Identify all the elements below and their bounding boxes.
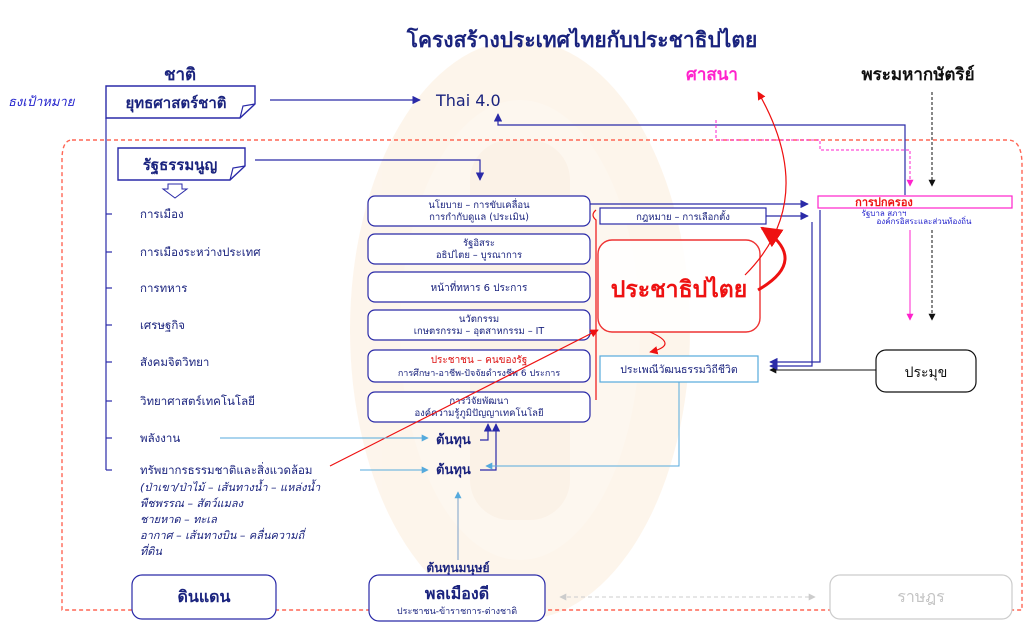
religion-line xyxy=(715,120,914,187)
governance-sub1: รัฐบาล สภาฯ xyxy=(862,209,907,218)
law-election-text: กฎหมาย – การเลือกตั้ง xyxy=(636,210,730,223)
left-item-social-psychology: สังคมจิตวิทยา xyxy=(140,355,209,369)
strategy-box: ยุทธศาสตร์ชาติ xyxy=(105,85,256,119)
governance-box: การปกครอง รัฐบาล สภาฯ องค์กรอิสระและส่วน… xyxy=(817,195,1013,226)
center-box-line2: การศึกษา-อาชีพ-ปัจจัยดำรงชีพ 6 ประการ xyxy=(398,368,561,379)
resources-line: ชายหาด – ทะเล xyxy=(140,513,218,526)
center-box-military-duties: หน้าที่ทหาร 6 ประการ xyxy=(367,271,591,303)
left-item-politics: การเมือง xyxy=(140,207,184,221)
left-item-economy: เศรษฐกิจ xyxy=(140,318,185,332)
capital1-label: ต้นทุน xyxy=(436,432,471,448)
resources-line: พืชพรรณ – สัตว์แมลง xyxy=(140,497,245,510)
resources-line: อากาศ – เส้นทางบิน – คลื่นความถี่ xyxy=(140,527,306,542)
center-box-line1: รัฐอิสระ xyxy=(463,238,495,249)
left-item-military: การทหาร xyxy=(140,281,187,295)
resources-to-democracy-arrow xyxy=(329,329,599,467)
governance-title: การปกครอง xyxy=(855,196,913,209)
citizens-box: พลเมืองดี ประชาชน-ข้าราชการ-ต่างชาติ xyxy=(368,574,546,622)
human-capital-label: ต้นทุนมนุษย์ xyxy=(426,561,489,576)
center-box-research: การวิจัยพัฒนา องค์ความรู้ภูมิปัญญาเทคโนโ… xyxy=(367,391,591,423)
left-item-energy: พลังงาน xyxy=(140,431,180,445)
governance-to-tradition-arrow xyxy=(769,210,821,367)
center-box-line1: นโยบาย – การขับเคลื่อน xyxy=(428,198,530,211)
center-box-line1: การวิจัยพัฒนา xyxy=(449,396,508,407)
center-box-line1: ประชาชน – คนของรัฐ xyxy=(431,355,528,366)
citizens-title: พลเมืองดี xyxy=(425,584,489,603)
left-item-science-tech: วิทยาศาสตร์เทคโนโลยี xyxy=(139,394,254,408)
territory-box: ดินแดน xyxy=(131,574,277,620)
capital1-to-research-arrow xyxy=(480,423,493,441)
page-title: โครงสร้างประเทศไทยกับประชาธิปไตย xyxy=(406,27,758,52)
king-label: พระมหากษัตริย์ xyxy=(861,64,974,85)
strategy-text: ยุทธศาสตร์ชาติ xyxy=(125,94,226,113)
citizens-sub: ประชาชน-ข้าราชการ-ต่างชาติ xyxy=(397,606,517,617)
flag-label: ธงเป้าหมาย xyxy=(8,95,76,110)
center-box-sovereignty: รัฐอิสระ อธิปไตย – บูรณาการ xyxy=(367,233,591,265)
center-box-innovation: นวัตกรรม เกษตรกรรม – อุตสาหกรรม – IT xyxy=(367,309,591,341)
hollow-down-arrow-icon xyxy=(161,183,189,199)
capital2-label: ต้นทุน xyxy=(436,462,471,478)
governance-sub2: องค์กรอิสระและส่วนท้องถิ่น xyxy=(877,215,973,226)
governance-to-tradition-arrow-2 xyxy=(769,222,813,371)
tradition-to-capital-arrow xyxy=(485,382,680,470)
nation-label: ชาติ xyxy=(164,65,196,85)
democracy-to-tradition-curve xyxy=(649,331,666,355)
center-box-line2: อธิปไตย – บูรณาการ xyxy=(436,249,522,261)
center-box-policy: นโยบาย – การขับเคลื่อน การกำกับดูแล (ประ… xyxy=(367,195,591,227)
capital2-to-research-arrow xyxy=(480,423,501,471)
people-text: ราษฎร xyxy=(897,587,945,606)
left-item-intl-politics: การเมืองระหว่างประเทศ xyxy=(140,245,261,259)
center-box-people: ประชาชน – คนของรัฐ การศึกษา-อาชีพ-ปัจจัย… xyxy=(367,349,591,383)
people-box: ราษฎร xyxy=(829,574,1013,620)
constitution-box: รัฐธรรมนูญ xyxy=(117,147,246,181)
resources-line: ที่ดิน xyxy=(140,543,162,558)
arrow-constitution-center xyxy=(255,159,485,181)
center-box-line1: นวัตกรรม xyxy=(459,314,499,325)
democracy-to-law-arrow xyxy=(757,226,787,292)
center-box-line1: หน้าที่ทหาร 6 ประการ xyxy=(431,280,528,294)
territory-text: ดินแดน xyxy=(178,587,231,606)
religion-label: ศาสนา xyxy=(686,65,738,85)
center-box-line2: องค์ความรู้ภูมิปัญญาเทคโนโลยี xyxy=(414,407,543,419)
democracy-box: ประชาธิปไตย xyxy=(597,239,761,333)
center-box-line2: การกำกับดูแล (ประเมิน) xyxy=(429,212,529,223)
head-text: ประมุข xyxy=(905,365,948,381)
resources-list: ทรัพยากรธรรมชาติและสิ่งแวดล้อม (ป่าเขา/ป… xyxy=(140,462,321,558)
center-box-line2: เกษตรกรรม – อุตสาหกรรม – IT xyxy=(414,326,545,337)
tradition-box: ประเพณีวัฒนธรรมวิถีชีวิต xyxy=(599,355,759,383)
democracy-to-religion-arrow xyxy=(744,91,787,276)
law-election-box: กฎหมาย – การเลือกตั้ง xyxy=(599,207,767,225)
center-red-bracket xyxy=(592,209,597,400)
resources-line: (ป่าเขา/ป่าไม้ – เส้นทางน้ำ – แหล่งน้ำ xyxy=(140,479,321,494)
head-box: ประมุข xyxy=(875,349,977,393)
tradition-text: ประเพณีวัฒนธรรมวิถีชีวิต xyxy=(620,363,738,376)
resources-title: ทรัพยากรธรรมชาติและสิ่งแวดล้อม xyxy=(140,462,313,477)
arrow-governance-thai40 xyxy=(493,113,906,195)
thai40-label: Thai 4.0 xyxy=(435,91,501,110)
constitution-text: รัฐธรรมนูญ xyxy=(143,156,218,175)
democracy-text: ประชาธิปไตย xyxy=(611,275,747,303)
